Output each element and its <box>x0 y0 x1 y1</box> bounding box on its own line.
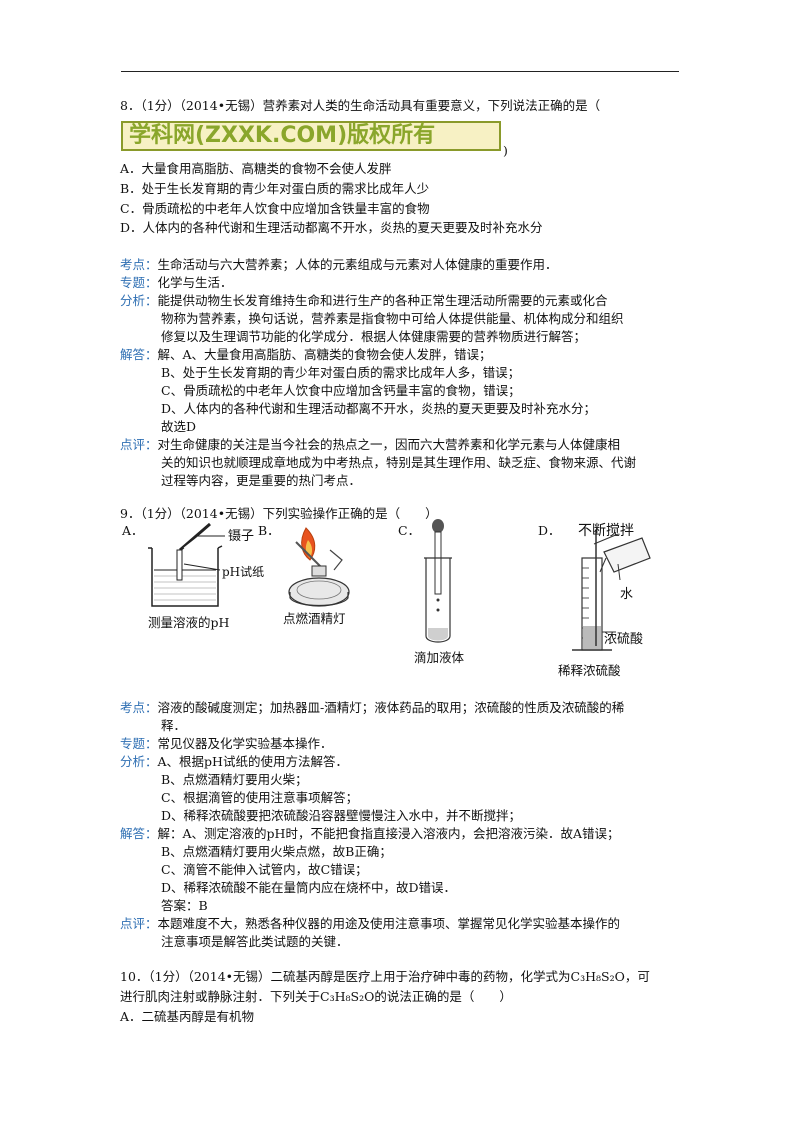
q8-dianping-line: 关的知识也就顺理成章地成为中考热点，特别是其生理作用、缺乏症、食物来源、代谢 <box>161 455 637 470</box>
lamp-body-icon <box>288 577 350 607</box>
fig-c-caption: 滴加液体 <box>414 650 465 665</box>
q9-fenxi-line: A、根据pH试纸的使用方法解答． <box>157 754 348 769</box>
figure-dilute-acid <box>572 530 651 651</box>
q8-jieda-line: B、处于生长发育期的青少年对蛋白质的需求比成年人多，错误； <box>161 365 521 380</box>
q9-fenxi-label: 分析： <box>120 754 158 769</box>
q8-option-c: C．骨质疏松的中老年人饮食中应增加含铁量丰富的食物 <box>120 201 430 216</box>
q9-jieda-line: 解：A、测定溶液的pH时，不能把食指直接浸入溶液内，会把溶液污染．故A错误； <box>157 826 620 841</box>
q8-jieda-line: 解、A、大量食用高脂肪、高糖类的食物会使人发胖，错误； <box>157 347 492 362</box>
q8-stem: 8．（1分）（2014•无锡）营养素对人类的生命活动具有重要意义，下列说法正确的… <box>120 98 601 113</box>
q8-kaodian-label: 考点： <box>120 257 158 272</box>
figure-ph-test <box>148 522 225 607</box>
q9-dianping-line: 注意事项是解答此类试题的关键． <box>161 934 349 949</box>
q8-jieda-line: C、骨质疏松的中老年人饮食中应增加含钙量丰富的食物，错误； <box>161 383 521 398</box>
q9-option-c: C． <box>398 523 421 538</box>
fig-b-caption: 点燃酒精灯 <box>283 611 346 626</box>
header-rule <box>121 71 679 72</box>
q8-fenxi-line: 物称为营养素，换句话说，营养素是指食物中可给人体提供能量、机体构成分和组织 <box>161 311 624 326</box>
q9-fenxi-line: B、点燃酒精灯要用火柴； <box>161 772 308 787</box>
figure-dropper <box>424 519 452 643</box>
q8-zhuanti-label: 专题： <box>120 275 158 290</box>
q9-fenxi-line: D、稀释浓硫酸要把浓硫酸沿容器壁慢慢注入水中，并不断搅拌； <box>161 808 522 823</box>
tweezers-icon <box>179 522 211 552</box>
q10-stem-line1: 10．（1分）（2014•无锡）二硫基丙醇是医疗上用于治疗砷中毒的药物，化学式为 <box>120 969 571 984</box>
q10-stem-line2a: 进行肌肉注射或静脉注射．下列关于 <box>120 989 321 1004</box>
q8-dianping-line: 过程等内容，更是重要的热门考点． <box>161 473 362 488</box>
fig-a-label-tweezers: 镊子 <box>228 529 255 544</box>
q8-zhuanti: 化学与生活． <box>157 275 233 290</box>
q10-formula: C₃H₈S₂O <box>320 989 375 1004</box>
q8-dianping-line: 对生命健康的关注是当今社会的热点之一，因而六大营养素和化学元素与人体健康相 <box>157 437 621 452</box>
fig-d-label-water: 水 <box>620 587 634 602</box>
q8-kaodian: 生命活动与六大营养素；人体的元素组成与元素对人体健康的重要作用． <box>157 257 558 272</box>
fig-d-caption: 稀释浓硫酸 <box>558 663 621 678</box>
q8-option-a: A．大量食用高脂肪、高糖类的食物不会使人发胖 <box>120 161 392 176</box>
q8-option-b: B．处于生长发育期的青少年对蛋白质的需求比成年人少 <box>120 181 430 196</box>
q8-dianping-label: 点评： <box>120 437 158 452</box>
q8-close-paren: ) <box>503 143 508 158</box>
q9-jieda-line: B、点燃酒精灯要用火柴点燃，故B正确； <box>161 844 392 859</box>
fig-d-label-acid: 浓硫酸 <box>604 632 644 647</box>
q10-stem-line2b: 的说法正确的是（ ） <box>374 989 512 1004</box>
q9-option-d: D． <box>538 523 561 538</box>
figure-alcohol-lamp <box>288 527 350 607</box>
fig-a-caption: 测量溶液的pH <box>148 615 230 630</box>
q9-stem: 9．（1分）（2014•无锡）下列实验操作正确的是（ ） <box>120 506 438 521</box>
q10-stem-line1-tail: ，可 <box>624 969 650 984</box>
ph-paper-icon <box>176 549 183 581</box>
q8-jieda-line: D、人体内的各种代谢和生理活动都离不开水，炎热的夏天更要及时补充水分； <box>161 401 597 416</box>
q8-jieda-label: 解答： <box>120 347 158 362</box>
fig-a-label-ph-paper: pH试纸 <box>222 565 265 579</box>
q8-fenxi-line: 修复以及生理调节功能的化学成分．根据人体健康需要的营养物质进行解答； <box>161 329 587 344</box>
q9-dianping-line: 本题难度不大，熟悉各种仪器的用途及使用注意事项、掌握常见化学实验基本操作的 <box>157 916 621 931</box>
beaker-icon <box>603 537 651 573</box>
q9-option-b: B． <box>258 523 280 538</box>
q9-kaodian-line: 溶液的酸碱度测定；加热器皿-酒精灯；液体药品的取用；浓硫酸的性质及浓硫酸的稀 <box>157 700 625 715</box>
q9-kaodian-line: 释． <box>161 718 187 733</box>
q9-dianping-label: 点评： <box>120 916 158 931</box>
test-tube-icon <box>425 558 451 643</box>
q8-fenxi-label: 分析： <box>120 293 158 308</box>
dropper-icon <box>434 531 442 595</box>
q9-zhuanti: 常见仪器及化学实验基本操作． <box>157 736 333 751</box>
q9-zhuanti-label: 专题： <box>120 736 158 751</box>
q9-option-a: A． <box>122 523 144 538</box>
q9-jieda-line: C、滴管不能伸入试管内，故C错误； <box>161 862 368 877</box>
beaker-icon <box>151 548 219 607</box>
q8-option-d: D．人体内的各种代谢和生理活动都离不开水，炎热的夏天更要及时补充水分 <box>120 220 543 235</box>
q9-jieda-label: 解答： <box>120 826 158 841</box>
dropper-bulb-icon <box>432 519 444 533</box>
q9-jieda-line: D、稀释浓硫酸不能在量筒内应在烧杯中，故D错误． <box>161 880 457 895</box>
q10-formula: C₃H₈S₂O <box>570 969 625 984</box>
q9-fenxi-line: C、根据滴管的使用注意事项解答； <box>161 790 359 805</box>
q8-jieda-line: 故选D <box>161 419 197 434</box>
watermark-text: 学科网(ZXXK.COM)版权所有 <box>129 123 436 148</box>
q9-jieda-line: 答案：B <box>161 898 208 913</box>
watermark-banner: 学科网(ZXXK.COM)版权所有 <box>121 121 501 151</box>
fig-d-label-stir: 不断搅拌 <box>578 523 634 539</box>
q8-fenxi-line: 能提供动物生长发育维持生命和进行生产的各种正常生理活动所需要的元素或化合 <box>157 293 608 308</box>
q10-option-a: A．二硫基丙醇是有机物 <box>120 1009 255 1024</box>
q9-kaodian-label: 考点： <box>120 700 158 715</box>
